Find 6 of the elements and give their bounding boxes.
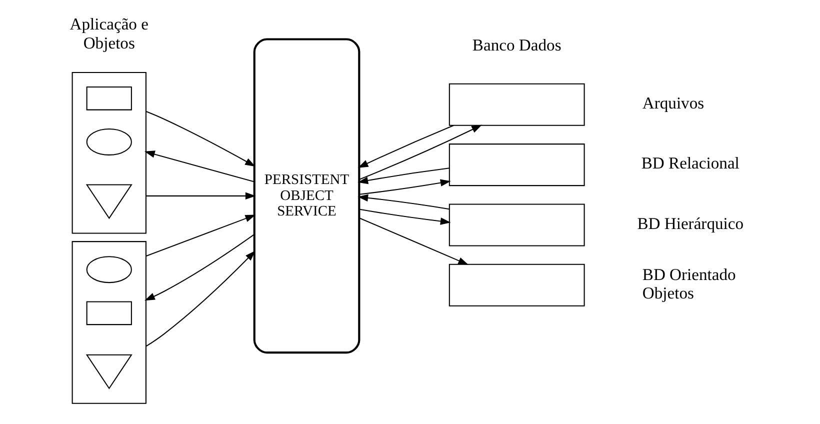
label: Banco Dados	[472, 35, 562, 54]
node-label: BD Relacional	[641, 154, 740, 173]
label: Aplicação e Objetos	[70, 14, 148, 52]
node-label: Arquivos	[642, 94, 704, 113]
node-label: BD Hierárquico	[637, 214, 744, 233]
node-label: BD Orientado Objetos	[642, 264, 736, 302]
